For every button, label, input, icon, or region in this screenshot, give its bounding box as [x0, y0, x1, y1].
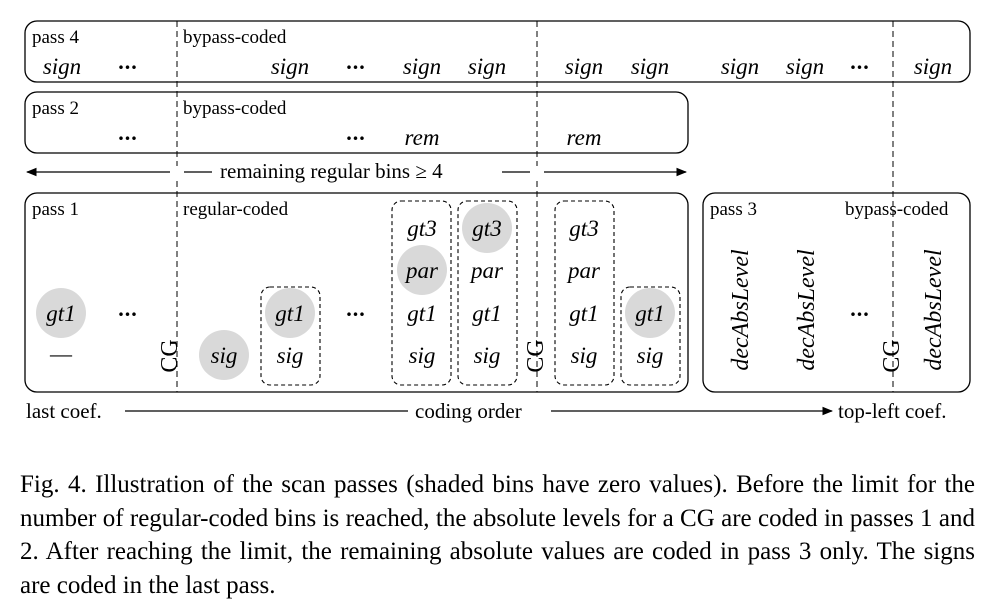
pass4-bin: sign: [42, 54, 82, 79]
pass1-par-bin: par: [568, 258, 600, 283]
pass4-ellipsis: ...: [850, 49, 870, 74]
pass1-ellipsis: ...: [118, 296, 138, 321]
axis-last-coef-label: last coef.: [26, 399, 102, 423]
cg-label: CG: [523, 339, 549, 373]
coef-group-2: [391, 200, 452, 386]
shaded-bin-gt1: [265, 288, 315, 338]
pass4-ellipsis: ...: [118, 49, 138, 74]
cg-label: CG: [157, 339, 183, 373]
pass4-bin: sign: [785, 54, 825, 79]
pass3-label: pass 3: [710, 199, 757, 220]
pass1-no-sig-dash: —: [50, 341, 72, 366]
pass1-gt3-bin: gt3: [569, 216, 599, 241]
pass2-mode: bypass-coded: [183, 98, 287, 119]
pass1-sig-bin: sig: [210, 343, 238, 368]
pass1-label: pass 1: [32, 199, 79, 220]
pass4-mode: bypass-coded: [183, 27, 287, 48]
arrow-gap-2: [530, 166, 544, 178]
pass1-par-bin: par: [406, 258, 438, 283]
coef-group-5: [620, 286, 681, 386]
pass4-bin: sign: [467, 54, 507, 79]
shaded-bin-par: [397, 245, 447, 295]
coef-group-4: [554, 200, 615, 386]
axis-top-left-coef-label: top-left coef.: [838, 399, 947, 423]
shaded-bin-sig: [199, 330, 249, 380]
pass1-gt3-bin: gt3: [472, 216, 502, 241]
cg-label: CG: [879, 339, 905, 373]
pass1-gt1-bin: gt1: [46, 301, 76, 326]
pass3-bin: decAbsLevel: [794, 249, 820, 371]
pass2-bin: rem: [404, 125, 440, 150]
pass4-bin: sign: [630, 54, 670, 79]
arrow-gap-1: [170, 166, 184, 178]
pass1-gt1-bin: gt1: [275, 301, 305, 326]
scan-pass-diagram: pass 4 bypass-coded sign ... sign ... si…: [24, 20, 971, 423]
pass1-sig-bin: sig: [408, 343, 436, 368]
pass2-box: [24, 91, 689, 154]
pass1-box: [24, 192, 689, 393]
pass3-ellipsis: ...: [850, 296, 870, 321]
pass2-bin: rem: [566, 125, 602, 150]
remaining-label-bg: [212, 159, 502, 185]
pass1-gt1-bin: gt1: [407, 301, 437, 326]
pass4-ellipsis: ...: [346, 49, 366, 74]
pass1-ellipsis: ...: [346, 296, 366, 321]
shaded-bin-gt1-last: [625, 288, 675, 338]
pass1-sig-bin: sig: [473, 343, 501, 368]
pass2-ellipsis: ...: [346, 120, 366, 145]
pass4-bin: sign: [720, 54, 760, 79]
pass4-box: [24, 20, 971, 83]
pass1-gt3-bin: gt3: [407, 216, 437, 241]
pass4-bin: sign: [913, 54, 953, 79]
pass4-label: pass 4: [32, 27, 79, 48]
pass1-sig-bin: sig: [276, 343, 304, 368]
figure-caption: Fig. 4. Illustration of the scan passes …: [20, 471, 975, 599]
remaining-regular-bins-label: remaining regular bins ≥ 4: [220, 159, 443, 183]
coef-group-3: [457, 200, 518, 386]
pass1-sig-bin: sig: [636, 343, 664, 368]
pass3-mode: bypass-coded: [845, 199, 949, 220]
pass3-bin: decAbsLevel: [921, 249, 947, 371]
pass1-sig-bin: sig: [570, 343, 598, 368]
diagram-graphics: [24, 20, 971, 416]
pass1-mode: regular-coded: [183, 199, 289, 220]
pass1-par-bin: par: [471, 258, 503, 283]
pass4-bin: sign: [270, 54, 310, 79]
pass2-label: pass 2: [32, 98, 79, 119]
pass3-box: [702, 192, 971, 393]
pass1-gt1-bin: gt1: [472, 301, 502, 326]
shaded-bin-gt3: [462, 203, 512, 253]
pass1-gt1-bin: gt1: [635, 301, 665, 326]
pass4-bin: sign: [564, 54, 604, 79]
coef-group-1: [260, 286, 321, 386]
pass3-bin: decAbsLevel: [728, 249, 754, 371]
shaded-bin-gt1-first: [36, 288, 86, 338]
pass2-ellipsis: ...: [118, 120, 138, 145]
axis-coding-order-label: coding order: [415, 399, 522, 423]
pass4-bin: sign: [402, 54, 442, 79]
pass1-gt1-bin: gt1: [569, 301, 599, 326]
